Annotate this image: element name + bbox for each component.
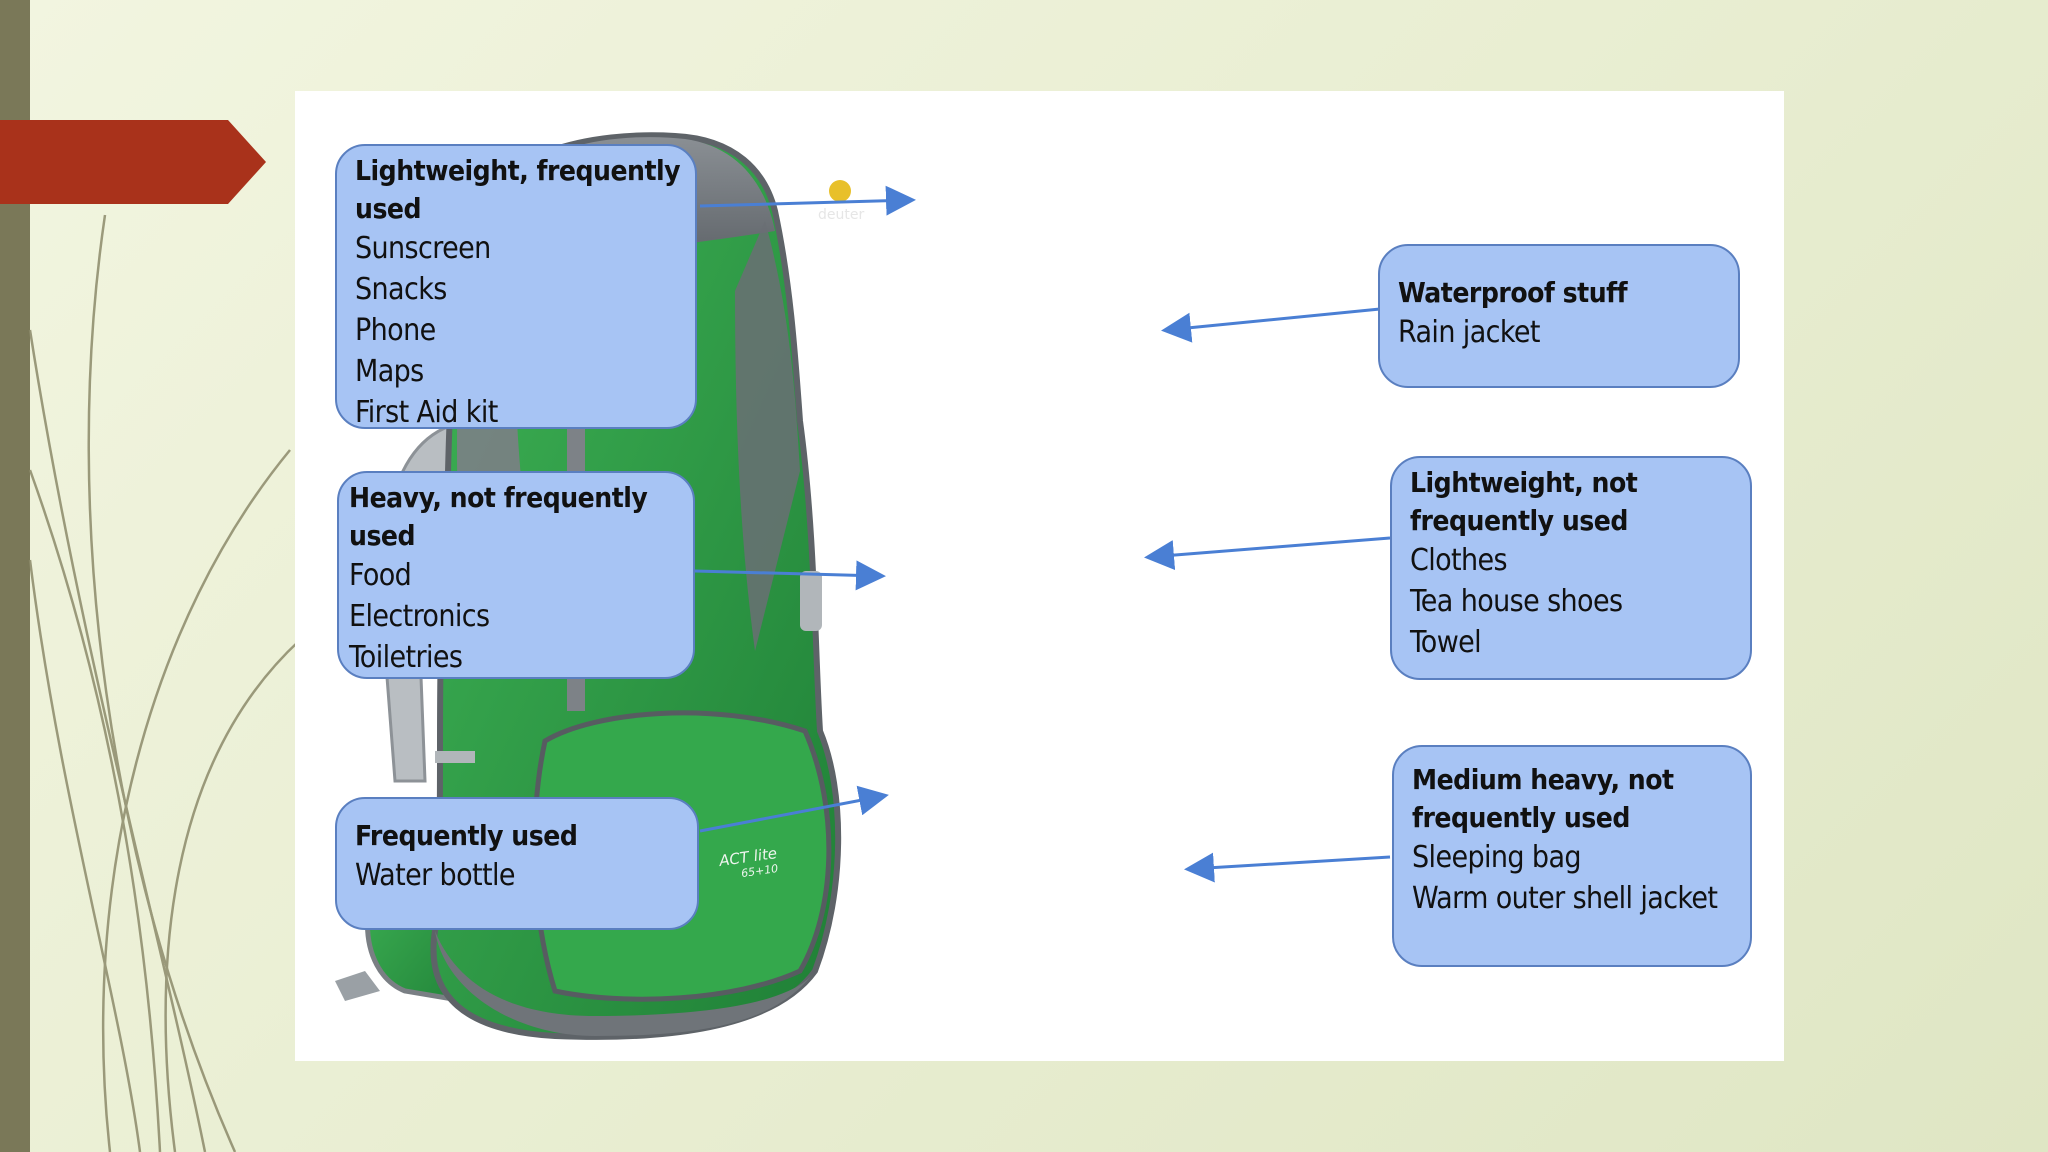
list-item: Sunscreen [355, 231, 491, 266]
brand-text: deuter [818, 207, 864, 223]
side-strap [800, 571, 822, 631]
logo-mark-icon [829, 180, 851, 202]
callout-heavy: Heavy, not frequently used Food Electron… [337, 471, 695, 679]
list-item: Rain jacket [1398, 315, 1540, 350]
callout-title: Medium heavy, not frequently used [1412, 763, 1674, 834]
list-item: Snacks [355, 272, 447, 307]
list-item: Food [349, 558, 412, 593]
model-size-text: 65+10 [740, 862, 779, 880]
callout-items: Clothes Tea house shoes Towel [1410, 540, 1736, 663]
list-item: First Aid kit [355, 395, 498, 430]
side-strap [435, 751, 475, 763]
callout-title: Frequently used [355, 819, 578, 852]
list-item: Toiletries [349, 640, 463, 675]
list-item: Maps [355, 354, 424, 389]
callout-items: Sleeping bag Warm outer shell jacket [1412, 837, 1736, 919]
callout-title: Lightweight, frequently used [355, 154, 681, 225]
hip-belt-buckle [335, 971, 380, 1001]
list-item: Towel [1410, 625, 1482, 660]
list-item: Sleeping bag [1412, 840, 1582, 875]
callout-items: Sunscreen Snacks Phone Maps First Aid ki… [355, 228, 681, 433]
callout-lightweight-frequent: Lightweight, frequently used Sunscreen S… [335, 144, 697, 430]
callout-lightweight-not-frequent: Lightweight, not frequently used Clothes… [1390, 456, 1752, 680]
leader-arrow-frequent [699, 785, 889, 833]
side-panel-right [735, 221, 800, 651]
list-item: Water bottle [355, 858, 515, 893]
callout-medium-heavy: Medium heavy, not frequently used Sleepi… [1392, 745, 1752, 967]
callout-title: Waterproof stuff [1398, 276, 1628, 309]
leader-arrow-medium-heavy [1184, 852, 1391, 883]
leader-arrow-lightweight-frequent [699, 185, 916, 216]
bottom-panel [435, 931, 815, 1036]
callout-title: Lightweight, not frequently used [1410, 466, 1638, 537]
list-item: Warm outer shell jacket [1412, 881, 1718, 916]
callout-frequent: Frequently used Water bottle [335, 797, 699, 930]
callout-items: Rain jacket [1398, 312, 1724, 353]
list-item: Phone [355, 313, 436, 348]
callout-title: Heavy, not frequently used [349, 481, 648, 552]
callout-items: Food Electronics Toiletries [349, 555, 679, 678]
list-item: Clothes [1410, 543, 1508, 578]
callout-waterproof: Waterproof stuff Rain jacket [1378, 244, 1740, 388]
list-item: Tea house shoes [1410, 584, 1623, 619]
backpack-figure: deuter ACT lite 65+10 Lightweight, frequ… [295, 91, 1784, 1061]
brand-logo: deuter [818, 180, 864, 223]
callout-items: Water bottle [355, 855, 683, 896]
model-badge: ACT lite 65+10 [717, 844, 779, 880]
list-item: Electronics [349, 599, 490, 634]
decorative-curves [28, 214, 301, 1152]
red-arrow-tab [0, 120, 266, 204]
leader-arrow-heavy [694, 560, 886, 591]
leader-arrows [694, 185, 1391, 883]
leader-arrow-waterproof [1161, 307, 1381, 343]
leader-arrow-lightweight-not-frequent [1144, 536, 1391, 571]
